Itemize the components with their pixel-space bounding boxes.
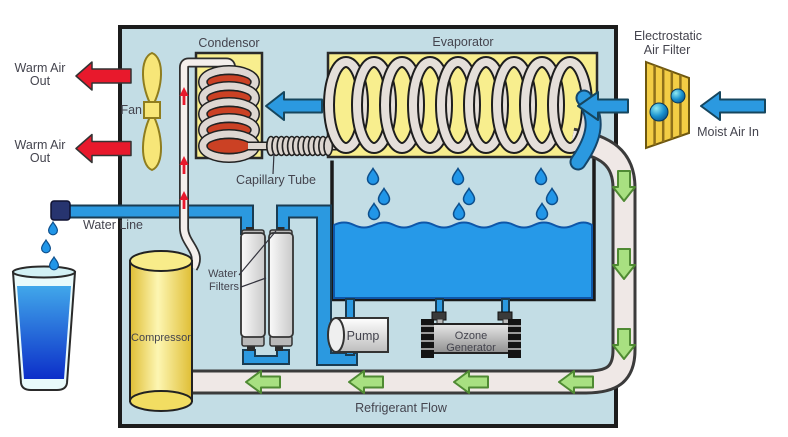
refrigerant-flow-arrows bbox=[245, 170, 636, 394]
pump-cylinder bbox=[327, 317, 389, 353]
moist-air-arrow bbox=[700, 91, 766, 121]
evaporator-coil bbox=[323, 56, 602, 171]
flow-arrow-icon bbox=[558, 370, 594, 394]
airflow-arrows bbox=[265, 91, 766, 121]
flow-arrow-icon bbox=[612, 248, 636, 280]
ozone-stub bbox=[435, 298, 444, 314]
water-filter-2 bbox=[268, 229, 294, 347]
ozone-generator-cylinder bbox=[421, 319, 521, 358]
ozone-generator-label-line2: Generator bbox=[446, 342, 496, 354]
pump-to-filter-pipe bbox=[276, 204, 358, 366]
refrigerant-flow-label: Refrigerant Flow bbox=[355, 401, 448, 415]
moisture-particle-2 bbox=[670, 88, 686, 104]
moist-air-in-label: Moist Air In bbox=[697, 125, 759, 139]
water-glass-icon bbox=[11, 265, 77, 391]
electrostatic-filter-panel bbox=[645, 60, 690, 150]
tank-to-pump-stub bbox=[345, 298, 355, 320]
warm-air-arrow-1 bbox=[75, 61, 132, 91]
water-filters-label-line1: Water bbox=[208, 268, 237, 280]
flow-arrow-icon bbox=[245, 370, 281, 394]
warm-air-arrows bbox=[75, 61, 132, 164]
flow-arrow-icon bbox=[612, 170, 636, 202]
tank-water bbox=[333, 221, 593, 299]
warm-air-out-label-1-line2: Out bbox=[30, 74, 51, 88]
warm-air-out-label-2-line1: Warm Air bbox=[15, 138, 66, 152]
fan-hub bbox=[143, 101, 161, 119]
collection-tank bbox=[330, 158, 596, 302]
airflow-arrow-to-condenser bbox=[265, 91, 323, 121]
water-piping bbox=[63, 204, 510, 366]
evaporator-label: Evaporator bbox=[432, 35, 493, 49]
refrigerant-discharge-pipe bbox=[179, 57, 236, 271]
electrostatic-filter-label-line1: Electrostatic bbox=[634, 29, 702, 43]
water-filter-pointer-line-2 bbox=[240, 277, 267, 288]
warm-air-out-label-2-line2: Out bbox=[30, 151, 51, 165]
capillary-tube-label: Capillary Tube bbox=[236, 173, 316, 187]
condenser-coil bbox=[198, 65, 260, 163]
airflow-arrow-into-evaporator bbox=[577, 91, 629, 121]
warm-air-arrow-2 bbox=[75, 133, 132, 164]
fan-icon bbox=[142, 51, 162, 172]
warm-air-out-label-1-line1: Warm Air bbox=[15, 61, 66, 75]
capillary-pointer-line bbox=[272, 152, 275, 175]
ozone-generator-label-line1: Ozone bbox=[455, 330, 487, 342]
flow-arrow-icon bbox=[612, 328, 636, 360]
ozone-stub bbox=[501, 298, 510, 314]
flow-arrow-icon bbox=[453, 370, 489, 394]
water-line-label: Water Line bbox=[83, 218, 143, 232]
flow-arrow-icon bbox=[348, 370, 384, 394]
compressor-label: Compressor bbox=[131, 332, 191, 344]
pump-label: Pump bbox=[347, 329, 380, 343]
red-flow-arrows bbox=[179, 87, 189, 209]
condenser-label: Condensor bbox=[198, 36, 259, 50]
electrostatic-filter-label-line2: Air Filter bbox=[644, 43, 691, 57]
fan-label: Fan bbox=[120, 103, 142, 117]
water-filter-pointer-line-1 bbox=[238, 230, 277, 276]
compressor-tank bbox=[129, 250, 193, 412]
moisture-particle-1 bbox=[649, 102, 669, 122]
pointer-lines bbox=[238, 152, 277, 288]
water-filter-1 bbox=[240, 229, 266, 347]
water-filters-label-line2: Filters bbox=[209, 281, 239, 293]
faucet-icon bbox=[50, 200, 71, 221]
